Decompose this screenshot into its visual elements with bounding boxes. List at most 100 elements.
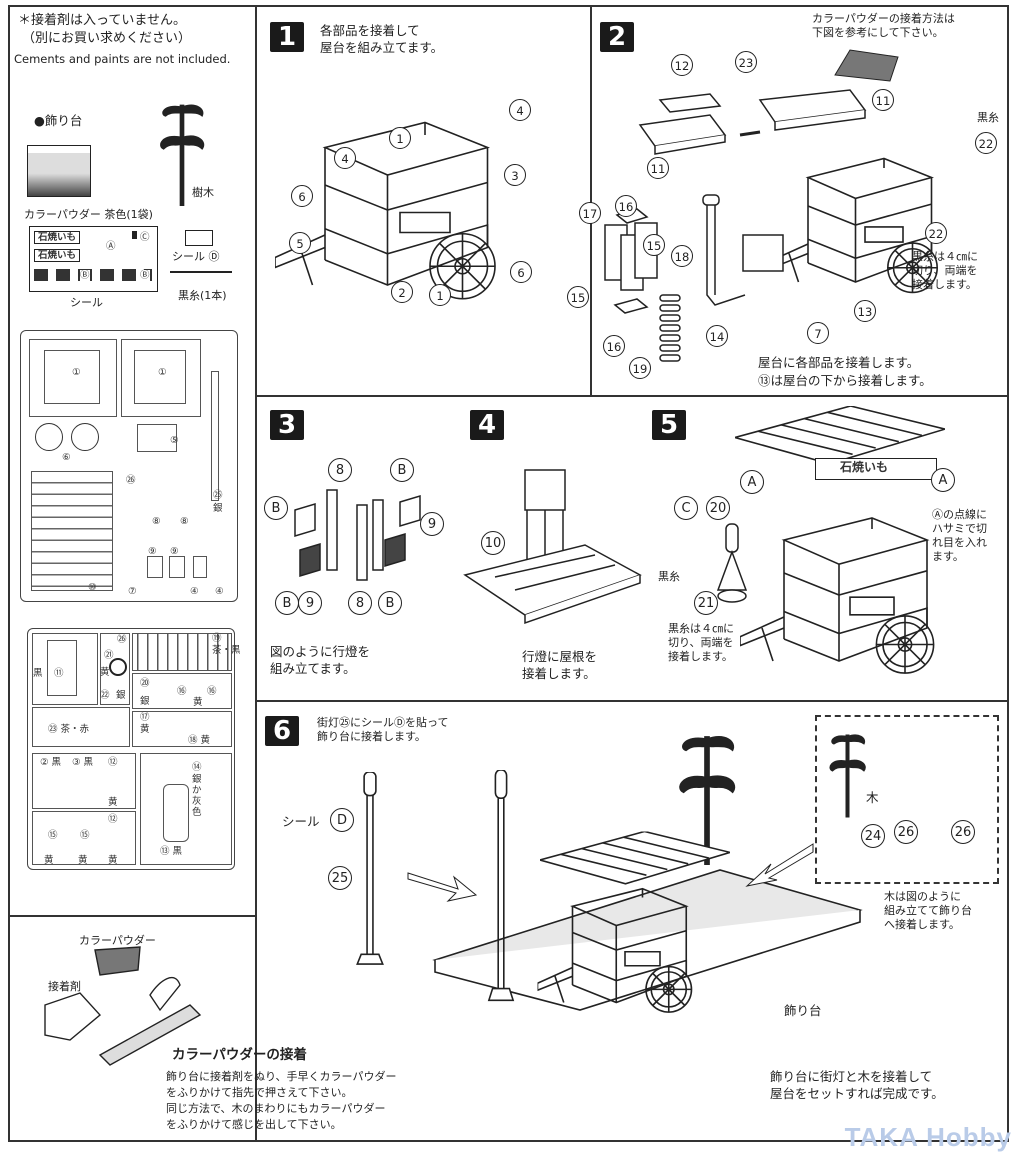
- installed-street-lamp: [487, 770, 515, 1005]
- step-2-trays: [630, 80, 870, 160]
- powder-box-title: カラーパウダーの接着: [172, 1047, 307, 1063]
- part-callout: 10: [481, 531, 505, 555]
- sprue1-label: ㉖: [126, 475, 136, 486]
- part-callout: C: [674, 496, 698, 520]
- sprue1-label: ⑧: [180, 516, 189, 527]
- step-2-powder-note: カラーパウダーの接着方法は 下図を参考にして下さい。: [812, 12, 955, 39]
- tree-detail-icon: [825, 725, 870, 820]
- step-2-footer-1: 屋台に各部品を接着します。: [758, 355, 920, 370]
- sprue2-label: ③ 黒: [72, 757, 94, 768]
- base-label-step6: 飾り台: [784, 1003, 822, 1018]
- seal-label: シール: [70, 296, 103, 309]
- sticker-a1: 石焼いも: [34, 231, 81, 244]
- sprue2-label: 黄: [44, 855, 54, 866]
- part-callout: 26: [894, 820, 918, 844]
- part-callout: A: [931, 468, 955, 492]
- sprue2-label: 黄: [193, 697, 203, 708]
- sprue2-label: 銀か灰色: [192, 774, 202, 818]
- black-thread-label: 黒糸(1本): [178, 289, 227, 302]
- part-callout: 11: [647, 157, 669, 179]
- step-2-thread-label: 黒糸: [977, 111, 999, 124]
- step-1-text: 各部品を接着して 屋台を組み立てます。: [320, 23, 444, 55]
- sprue2-label: 黄: [100, 667, 110, 678]
- sprue2-label: ⑮: [48, 830, 58, 841]
- part-callout: 8: [348, 591, 372, 615]
- step-2-thread-note: 黒糸は４㎝に 切り、両端を 接着します。: [912, 250, 978, 291]
- part-callout: 11: [872, 89, 894, 111]
- powder-box-body: 飾り台に接着剤をぬり、手早くカラーパウダー をふりかけて指先で押さえて下さい。 …: [166, 1070, 397, 1131]
- part-callout: 16: [615, 195, 637, 217]
- sticker-a2: 石焼いも: [34, 249, 81, 262]
- part-callout: 12: [671, 54, 693, 76]
- part-callout: 26: [951, 820, 975, 844]
- part-callout: 19: [629, 357, 651, 379]
- tree-detail-label: 木: [866, 790, 879, 805]
- sprue1-label: ⑦: [128, 586, 137, 597]
- part-callout: 1: [429, 284, 451, 306]
- sprue2-label: ② 黒: [40, 757, 62, 768]
- sticker-b-row: [34, 269, 152, 281]
- final-roof: [540, 830, 730, 890]
- part-callout: D: [330, 808, 354, 832]
- sprue2-label: 黄: [108, 797, 118, 808]
- step-4-text: 行燈に屋根を 接着します。: [522, 649, 598, 681]
- arrow-icon: [408, 865, 478, 905]
- sprue1-label: ①: [158, 367, 167, 378]
- tree-label: 樹木: [192, 186, 214, 199]
- sprue1-label: 銀: [213, 503, 223, 514]
- sticker-c: [132, 231, 137, 239]
- sprue1-label: ⑥: [62, 452, 71, 463]
- step-6-seal-label: シール: [282, 814, 320, 829]
- part-callout: 20: [706, 496, 730, 520]
- part-callout: 18: [671, 245, 693, 267]
- sprue2-label: 銀: [140, 696, 150, 707]
- part-callout: 6: [510, 261, 532, 283]
- part-callout: 24: [861, 824, 885, 848]
- sprue2-label: 黄: [108, 855, 118, 866]
- notice-jp-line2: （別にお買い求めください）: [22, 31, 192, 46]
- step-6-text: 街灯㉕にシールⒹを貼って 飾り台に接着します。: [317, 716, 449, 743]
- black-thread-line: [170, 271, 232, 273]
- part-callout: 5: [289, 232, 311, 254]
- tree-note: 木は図のように 組み立てて飾り台 へ接着します。: [884, 890, 972, 931]
- sprue1-label: ⑤: [170, 435, 179, 446]
- sprue2-label: ⑬ 黒: [160, 846, 183, 857]
- part-callout: B: [264, 496, 288, 520]
- sprue2-label: 黄: [78, 855, 88, 866]
- step-4-badge: 4: [470, 410, 504, 440]
- glue-label: 接着剤: [48, 980, 81, 993]
- sprue2-label: ⑪: [54, 668, 64, 679]
- step-3-badge: 3: [270, 410, 304, 440]
- step-2-footer-2: ⑬は屋台の下から接着します。: [758, 373, 932, 388]
- step-6-frame: [255, 700, 1009, 1142]
- seal-sheet: [29, 226, 158, 292]
- part-callout: 8: [328, 458, 352, 482]
- street-lamp-part: [355, 772, 385, 968]
- part-callout: 17: [579, 202, 601, 224]
- parts-sprue-1: [20, 330, 238, 602]
- part-callout: 16: [603, 335, 625, 357]
- sprue2-label: ⑰: [140, 712, 150, 723]
- sticker-c-letter: Ⓒ: [140, 232, 150, 243]
- sprue2-label: 黄: [140, 724, 150, 735]
- color-powder-label: カラーパウダー 茶色(1袋): [24, 208, 153, 221]
- step-5-sign-text: 石焼いも: [840, 460, 889, 474]
- step-5-badge: 5: [652, 410, 686, 440]
- step-5-cart: [740, 505, 960, 685]
- part-callout: 22: [925, 222, 947, 244]
- part-callout: 22: [975, 132, 997, 154]
- step-6-badge: 6: [265, 716, 299, 746]
- sprue1-label: ㉕: [213, 490, 223, 501]
- ladle-icon: [712, 520, 752, 610]
- part-callout: 4: [334, 147, 356, 169]
- part-callout: A: [740, 470, 764, 494]
- sprue2-label: ㉖: [117, 634, 127, 645]
- final-text: 飾り台に街灯と木を接着して 屋台をセットすれば完成です。: [770, 1069, 944, 1101]
- sprue2-label: ⑭: [192, 762, 202, 773]
- part-callout: 15: [643, 234, 665, 256]
- watermark: TAKA Hobby: [844, 1122, 1012, 1152]
- powder-box-frame: [8, 915, 257, 1142]
- step-3-lantern-diagram: [295, 480, 425, 590]
- notice-jp-line1: ＊接着剤は入っていません。: [18, 13, 186, 28]
- step-3-text: 図のように行燈を 組み立てます。: [270, 644, 371, 676]
